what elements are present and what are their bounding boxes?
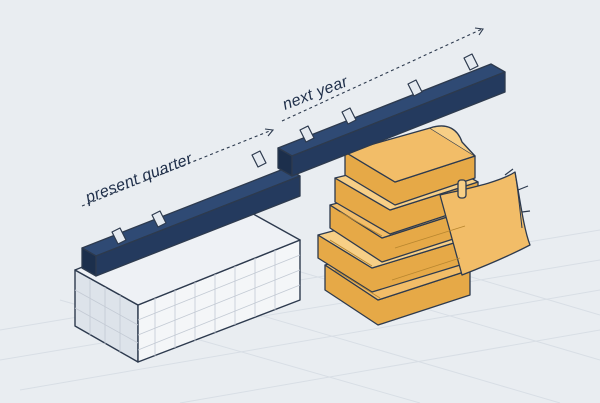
beam-right-side (291, 71, 506, 177)
tab-markers (111, 53, 479, 245)
paper-stack (317, 125, 531, 326)
next-arrow-head (474, 27, 484, 36)
tab-marker (299, 125, 315, 143)
tab-marker (151, 210, 167, 228)
present-arrow-head (264, 128, 275, 137)
beam-left-side (95, 175, 301, 277)
next-year-label: next year (280, 73, 350, 114)
tab-marker (407, 79, 423, 97)
present-arrow (81, 129, 273, 207)
timeline-beam (81, 63, 506, 277)
timeline-arrows (81, 27, 484, 207)
tab-marker (341, 107, 357, 125)
tab-marker (251, 150, 267, 168)
tab-marker (463, 53, 479, 71)
paper-clip (457, 179, 467, 199)
present-quarter-label: present quarter (82, 150, 195, 207)
tab-marker (111, 227, 127, 245)
next-arrow (281, 28, 483, 122)
paper-curl (429, 125, 476, 157)
quarter-box (74, 204, 301, 363)
